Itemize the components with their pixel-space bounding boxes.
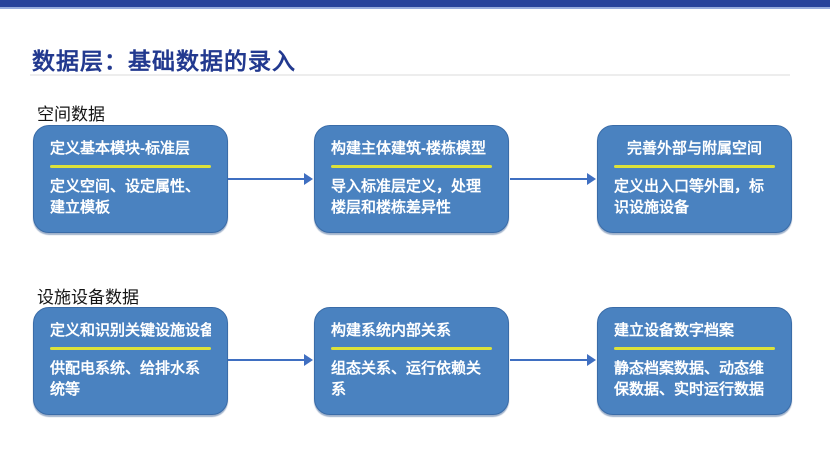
box-title: 定义和识别关键设施设备 bbox=[50, 322, 211, 339]
arrow-head-icon bbox=[304, 173, 313, 185]
arrow-line bbox=[228, 178, 306, 180]
box-body: 导入标准层定义，处理楼层和楼栋差异性 bbox=[331, 178, 482, 217]
box-divider bbox=[331, 347, 492, 350]
section-label-facility-data: 设施设备数据 bbox=[37, 288, 139, 307]
arrow-right-icon bbox=[228, 173, 313, 185]
flow-box-standard-floor: 定义基本模块-标准层 定义空间、设定属性、建立模板 bbox=[33, 125, 228, 233]
box-title: 构建主体建筑-楼栋模型 bbox=[331, 140, 486, 157]
box-title: 定义基本模块-标准层 bbox=[50, 140, 190, 157]
flow-box-external-space: 完善外部与附属空间 定义出入口等外围，标识设施设备 bbox=[597, 125, 792, 233]
box-title: 建立设备数字档案 bbox=[614, 322, 735, 339]
title-divider bbox=[30, 74, 790, 76]
box-divider bbox=[50, 165, 211, 168]
box-body: 静态档案数据、动态维保数据、实时运行数据 bbox=[614, 360, 765, 399]
arrow-head-icon bbox=[304, 354, 313, 366]
box-divider bbox=[614, 165, 775, 168]
box-body: 定义出入口等外围，标识设施设备 bbox=[614, 178, 765, 217]
box-divider bbox=[614, 347, 775, 350]
flow-box-system-relations: 构建系统内部关系 组态关系、运行依赖关系 bbox=[314, 307, 509, 415]
page-title: 数据层：基础数据的录入 bbox=[32, 48, 296, 75]
top-accent-bar-light bbox=[0, 7, 830, 9]
flow-box-key-facilities: 定义和识别关键设施设备 供配电系统、给排水系统等 bbox=[33, 307, 228, 415]
arrow-head-icon bbox=[587, 173, 596, 185]
arrow-line bbox=[510, 359, 589, 361]
arrow-line bbox=[228, 359, 306, 361]
arrow-right-icon bbox=[510, 354, 596, 366]
flow-box-digital-archive: 建立设备数字档案 静态档案数据、动态维保数据、实时运行数据 bbox=[597, 307, 792, 415]
arrow-right-icon bbox=[228, 354, 313, 366]
box-body: 供配电系统、给排水系统等 bbox=[50, 360, 201, 399]
flow-box-building-model: 构建主体建筑-楼栋模型 导入标准层定义，处理楼层和楼栋差异性 bbox=[314, 125, 509, 233]
arrow-right-icon bbox=[510, 173, 596, 185]
box-title: 完善外部与附属空间 bbox=[626, 140, 762, 157]
box-body: 定义空间、设定属性、建立模板 bbox=[50, 178, 201, 217]
top-accent-bar bbox=[0, 0, 830, 7]
section-label-spatial-data: 空间数据 bbox=[37, 105, 105, 124]
box-title: 构建系统内部关系 bbox=[331, 322, 452, 339]
arrow-head-icon bbox=[587, 354, 596, 366]
arrow-line bbox=[510, 178, 589, 180]
box-divider bbox=[331, 165, 492, 168]
box-body: 组态关系、运行依赖关系 bbox=[331, 360, 482, 399]
box-divider bbox=[50, 347, 211, 350]
